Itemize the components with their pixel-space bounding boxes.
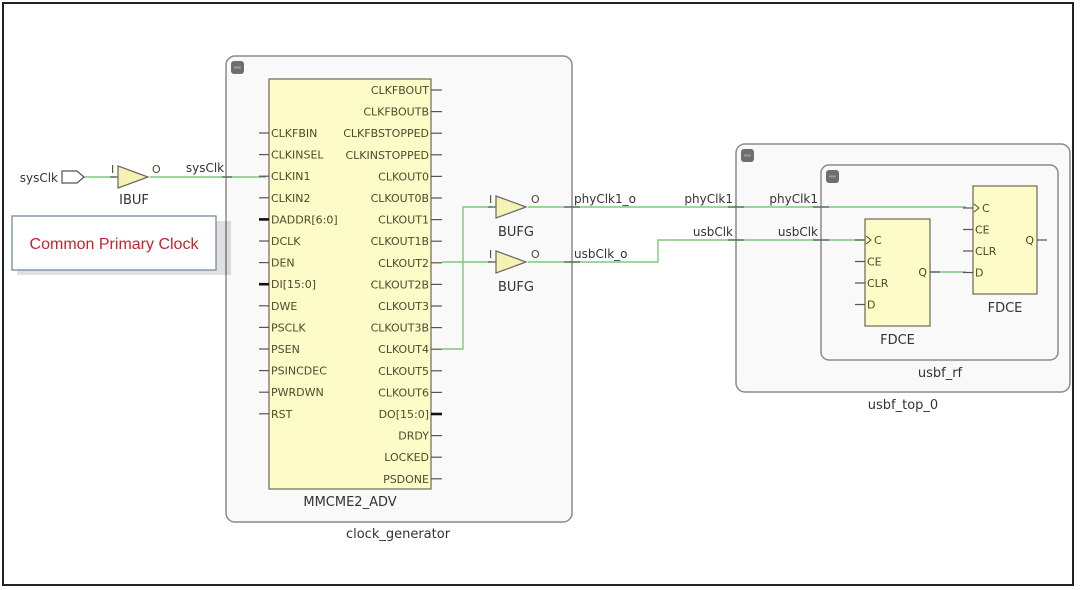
clock-edge-icon [973, 203, 980, 213]
mmcm-left-pin[interactable]: CLKFBIN [271, 127, 317, 140]
input-port-icon [61, 170, 85, 184]
mmcm-right-pin[interactable]: CLKOUT2 [378, 257, 429, 270]
buffer-triangle-icon [117, 165, 150, 189]
bufg-pin-o: O [531, 248, 540, 261]
mmcm-right-pin[interactable]: CLKOUT3B [371, 322, 429, 335]
clock-edge-icon [865, 235, 872, 245]
bufg-pin-i: I [489, 193, 492, 206]
usbf-top-phyclk1-port-label: phyClk1 [684, 192, 733, 206]
bufg-phyclk1-cell[interactable]: I O BUFG phyClk1_o [488, 192, 636, 240]
mmcm-left-pin[interactable]: DEN [271, 257, 295, 270]
mmcm-right-pin[interactable]: CLKOUT0 [378, 170, 429, 183]
mmcm-right-pin[interactable]: DRDY [398, 430, 429, 443]
mmcme2-adv-body [268, 78, 432, 490]
fdce-pin-q[interactable]: Q [918, 266, 927, 279]
buffer-triangle-icon [495, 195, 528, 219]
minus-icon [234, 66, 241, 69]
mmcm-left-pin[interactable]: CLKINSEL [271, 149, 324, 162]
mmcm-right-pin[interactable]: CLKFBSTOPPED [343, 127, 429, 140]
usbf-top-usbclk-port-label: usbClk [693, 225, 733, 239]
mmcm-right-pin[interactable]: CLKOUT6 [378, 386, 429, 399]
fdce-pin-clr[interactable]: CLR [975, 245, 997, 258]
bufg-type-label: BUFG [498, 225, 534, 240]
mmcm-left-pin[interactable]: PSINCDEC [271, 365, 327, 378]
clock-generator-label: clock_generator [346, 527, 451, 542]
usbf-top-0-label: usbf_top_0 [868, 398, 938, 413]
mmcm-right-pin[interactable]: CLKOUT5 [378, 365, 429, 378]
mmcm-right-pin[interactable]: CLKOUT1B [371, 235, 429, 248]
mmcm-right-pin[interactable]: CLKOUT3 [378, 300, 429, 313]
mmcm-right-pin[interactable]: CLKFBOUT [371, 84, 429, 97]
bufg-pin-i: I [489, 248, 492, 261]
fdce-usbclk-cell[interactable]: C CE CLR D Q FDCE [855, 218, 940, 348]
fdce-body [972, 185, 1038, 295]
fdce-type-label: FDCE [988, 301, 1023, 316]
note-text: Common Primary Clock [30, 236, 200, 253]
fdce-pin-d[interactable]: D [867, 299, 875, 312]
mmcme2-adv-cell[interactable]: MMCME2_ADV CLKFBIN CLKINSEL CLKIN1CLKIN2DA… [259, 78, 442, 510]
sysclk-port-label: sysClk [20, 171, 58, 185]
minus-icon [744, 154, 751, 157]
mmcm-right-pin[interactable]: CLKFBOUTB [363, 106, 429, 119]
mmcm-left-pin[interactable]: DCLK [271, 235, 301, 248]
ibuf-type-label: IBUF [119, 193, 149, 208]
ibuf-cell[interactable]: I O IBUF sysClk [110, 161, 224, 208]
minus-icon [829, 175, 836, 178]
mmcm-left-pin[interactable]: DWE [271, 300, 297, 313]
mmcm-right-pin[interactable]: CLKOUT0B [371, 192, 429, 205]
fdce-phyclk1-cell[interactable]: C CE CLR D Q FDCE [963, 185, 1047, 316]
mmcm-right-pin[interactable]: CLKOUT1 [378, 214, 429, 227]
mmcm-right-pin[interactable]: DO[15:0] [379, 408, 429, 421]
fdce-type-label: FDCE [880, 333, 915, 348]
mmcm-left-pin[interactable]: PWRDWN [271, 386, 324, 399]
mmcm-left-pin[interactable]: DI[15:0] [271, 278, 316, 291]
mmcm-right-pin[interactable]: PSDONE [383, 473, 429, 486]
bufg-pin-o: O [531, 193, 540, 206]
usbf-rf-phyclk1-port-label: phyClk1 [769, 192, 818, 206]
mmcm-right-pin[interactable]: CLKOUT4 [378, 343, 429, 356]
ibuf-pin-o: O [152, 163, 161, 176]
mmcm-left-pin[interactable]: RST [271, 408, 293, 421]
fdce-pin-q[interactable]: Q [1025, 234, 1034, 247]
mmcm-left-pin[interactable]: CLKIN1 [271, 170, 311, 183]
fdce-pin-c[interactable]: C [874, 234, 882, 247]
usbf-rf-label: usbf_rf [918, 366, 963, 381]
mmcm-right-pins: CLKFBOUT CLKFBOUTB CLKFBSTOPPED CLKINSTOPPE… [343, 84, 442, 486]
mmcme2-adv-type-label: MMCME2_ADV [303, 495, 396, 510]
fdce-pin-d[interactable]: D [975, 267, 983, 280]
mmcm-right-pin[interactable]: CLKOUT2B [371, 278, 429, 291]
fdce-pin-ce[interactable]: CE [975, 224, 990, 237]
mmcm-left-pin[interactable]: CLKIN2 [271, 192, 311, 205]
bufg-type-label: BUFG [498, 280, 534, 295]
port-stubs [222, 176, 829, 263]
sysclk-net-label: sysClk [186, 161, 224, 175]
mmcm-left-pin[interactable]: PSEN [271, 343, 300, 356]
mmcm-left-pin[interactable]: DADDR[6:0] [271, 213, 338, 226]
fdce-pin-ce[interactable]: CE [867, 256, 882, 269]
ibuf-pin-i: I [111, 163, 114, 176]
buffer-triangle-icon [495, 250, 528, 274]
mmcm-right-pin[interactable]: CLKINSTOPPED [345, 149, 429, 162]
usbf-rf-usbclk-port-label: usbClk [778, 225, 818, 239]
mmcm-right-pin[interactable]: LOCKED [384, 451, 429, 464]
fdce-pin-c[interactable]: C [982, 202, 990, 215]
mmcm-left-pin[interactable]: PSCLK [271, 321, 306, 334]
net-usbclk[interactable] [528, 239, 864, 263]
sysclk-input-port[interactable]: sysClk [20, 170, 85, 185]
usbclk-o-net-label: usbClk_o [574, 247, 627, 261]
phyclk1-o-net-label: phyClk1_o [574, 192, 636, 206]
note-box: Common Primary Clock [11, 215, 231, 275]
net-clkout4[interactable] [442, 206, 492, 350]
bufg-usbclk-cell[interactable]: I O BUFG usbClk_o [488, 247, 627, 295]
fdce-pin-clr[interactable]: CLR [867, 277, 889, 290]
